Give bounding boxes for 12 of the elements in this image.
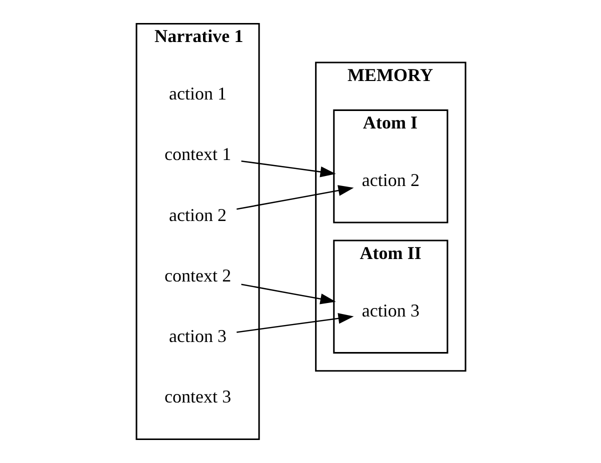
node-text: context 1	[164, 144, 231, 164]
arrow	[236, 313, 354, 333]
node-text: action 3	[168, 326, 226, 346]
node-text: context 2	[164, 265, 231, 286]
arrow	[240, 284, 336, 304]
node-text: action 3	[361, 300, 419, 320]
arrow	[236, 185, 354, 210]
node-text: context 3	[164, 386, 231, 407]
arrow	[240, 160, 336, 178]
node-text: action 2	[168, 204, 226, 225]
node-text: action 1	[168, 84, 226, 104]
node-text: action 2	[361, 170, 419, 190]
